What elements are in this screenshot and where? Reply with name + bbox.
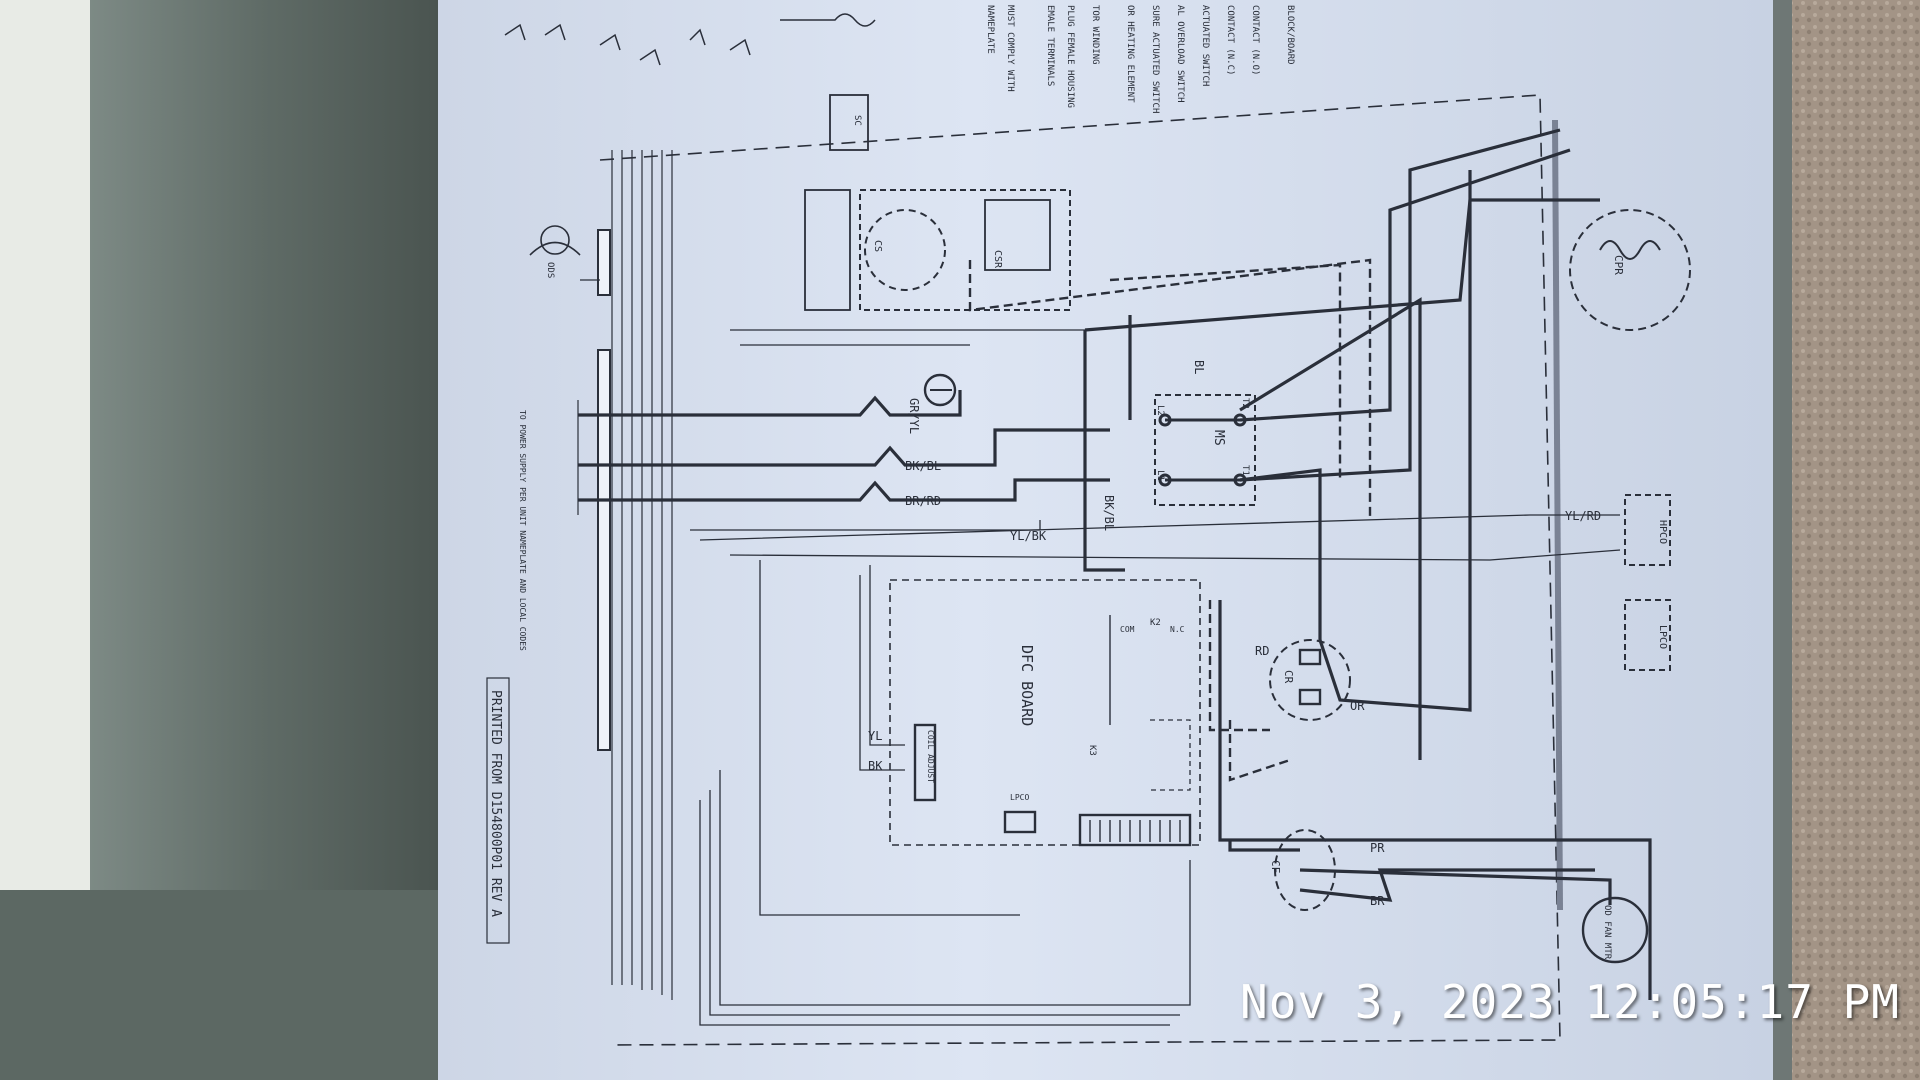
coil-adjust-label: COIL ADJUST <box>926 730 935 783</box>
k2-com-label: COM <box>1120 625 1135 634</box>
terminal-l1: L1 <box>1155 470 1165 481</box>
cpr-label: CPR <box>1612 255 1625 275</box>
legend-line: NAMEPLATE <box>985 5 995 54</box>
wire-or: OR <box>1350 699 1365 713</box>
timestamp: Nov 3, 2023 12:05:17 PM <box>1240 975 1900 1029</box>
wire-br-rd: BR/RD <box>905 494 941 508</box>
power-note: TO POWER SUPPLY PER UNIT NAMEPLATE AND L… <box>518 410 527 651</box>
legend-line: BLOCK/BOARD <box>1285 5 1295 65</box>
cr-label: CR <box>1282 670 1295 684</box>
legend-line: CONTACT (N.O) <box>1250 5 1260 75</box>
legend-line: PLUG FEMALE HOUSING <box>1065 5 1075 108</box>
wire-rd: RD <box>1255 644 1269 658</box>
wire-bk: BK <box>868 759 883 773</box>
cs-label: CS <box>872 240 883 252</box>
legend-line: TOR WINDING <box>1090 5 1100 65</box>
terminal-l2: L2 <box>1155 405 1165 416</box>
legend: BLOCK/BOARD CONTACT (N.O) CONTACT (N.C) ACT… <box>985 5 1295 113</box>
hpco-label: HPCO <box>1657 520 1668 544</box>
legend-line: MUST COMPLY WITH <box>1005 5 1015 92</box>
k2-nc-label: N.C <box>1170 625 1185 634</box>
wire-pr: PR <box>1370 841 1385 855</box>
wire-yl: YL <box>868 729 882 743</box>
board-title: DFC BOARD <box>1018 645 1036 726</box>
legend-line: CONTACT (N.C) <box>1225 5 1235 75</box>
wire-yl-bk: YL/BK <box>1010 529 1047 543</box>
printed-from-label: PRINTED FROM D154800P01 REV A <box>488 690 503 917</box>
wire-br: BR <box>1370 894 1385 908</box>
wire-gr-yl: GR/YL <box>907 398 921 434</box>
legend-line: ACTUATED SWITCH <box>1200 5 1210 86</box>
ms-label: MS <box>1211 430 1226 446</box>
wire-bl: BL <box>1192 360 1206 374</box>
wire-bk-bl: BK/BL <box>905 459 941 473</box>
legend-line: SURE ACTUATED SWITCH <box>1150 5 1160 113</box>
legend-line: EMALE TERMINALS <box>1045 5 1055 86</box>
wire-yl-rd: YL/RD <box>1565 509 1601 523</box>
lpco-switch-label: LPCO <box>1657 625 1668 649</box>
terminal-t2: T2 <box>1240 398 1250 409</box>
ods-label: ODS <box>545 262 555 278</box>
diagram-sheet <box>438 0 1773 1080</box>
white-paper-edge <box>0 0 90 890</box>
legend-line: OR HEATING ELEMENT <box>1125 5 1135 103</box>
csr-label: CSR <box>992 250 1003 269</box>
wire-bk-bl-2: BK/BL <box>1102 495 1116 531</box>
cf-label: CF <box>1269 860 1282 873</box>
terminal-t1: T1 <box>1240 465 1250 476</box>
k3-label: K3 <box>1087 745 1097 756</box>
legend-line: AL OVERLOAD SWITCH <box>1175 5 1185 103</box>
k2-label: K2 <box>1150 618 1161 628</box>
lpco-board-label: LPCO <box>1010 793 1029 802</box>
sc-label: SC <box>852 115 862 126</box>
od-fan-label: OD FAN MTR <box>1602 905 1612 960</box>
